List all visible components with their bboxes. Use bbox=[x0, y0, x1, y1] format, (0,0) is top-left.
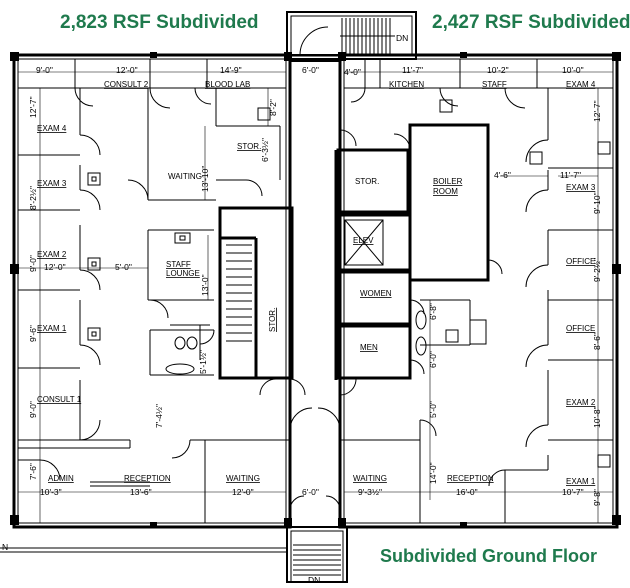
dim-label: 9'-0" bbox=[28, 255, 38, 272]
room-label-waiting-top: WAITING bbox=[168, 172, 202, 181]
left-wing-walls bbox=[18, 59, 290, 523]
left-door-swings bbox=[39, 87, 263, 481]
top-stair-treads bbox=[299, 18, 395, 56]
dim-label: 13'-6" bbox=[130, 487, 152, 497]
bottom-stair-dn-label: DN bbox=[308, 575, 320, 585]
room-label-reception-left: RECEPTION bbox=[124, 474, 171, 483]
dim-label: 13'-0" bbox=[200, 274, 210, 296]
center-stair-treads bbox=[226, 244, 252, 342]
dim-label: 4'-6" bbox=[494, 170, 511, 180]
room-label-staff-lounge-2: LOUNGE bbox=[166, 269, 200, 278]
center-corridor bbox=[259, 378, 357, 523]
room-label-waiting-bottom-left: WAITING bbox=[226, 474, 260, 483]
dim-label: 5'-0" bbox=[115, 262, 132, 272]
room-label-exam-3-left: EXAM 3 bbox=[37, 179, 67, 188]
room-label-exam-4-left: EXAM 4 bbox=[37, 124, 67, 133]
room-label-kitchen: KITCHEN bbox=[389, 80, 424, 89]
room-label-staff-lounge-1: STAFF bbox=[166, 260, 191, 269]
dim-label: 9'-0" bbox=[36, 65, 53, 75]
room-label-stor-core: STOR. bbox=[355, 177, 379, 186]
room-label-blood-lab: BLOOD LAB bbox=[205, 80, 250, 89]
room-label-reception-right: RECEPTION bbox=[447, 474, 494, 483]
right-wing-walls bbox=[340, 59, 613, 523]
dim-label: 10'-3" bbox=[40, 487, 62, 497]
room-label-exam-1-left: EXAM 1 bbox=[37, 324, 67, 333]
dim-label: 14'-9" bbox=[220, 65, 242, 75]
room-label-exam-1-right: EXAM 1 bbox=[566, 477, 596, 486]
wall-piers bbox=[10, 52, 621, 528]
dim-label: 13'-10" bbox=[200, 166, 210, 192]
room-label-men: MEN bbox=[360, 343, 378, 352]
right-door-swings bbox=[339, 87, 549, 487]
dim-label: 10'-8" bbox=[592, 406, 602, 428]
north-label: N bbox=[2, 542, 8, 552]
room-label-boiler: BOILER bbox=[433, 177, 463, 186]
dim-label: 12'-0" bbox=[116, 65, 138, 75]
room-label-elevator: ELEV bbox=[353, 236, 374, 245]
room-label-stor-stair: STOR. bbox=[268, 308, 277, 332]
room-label-office-lower: OFFICE bbox=[566, 324, 595, 333]
room-label-admin: ADMIN bbox=[48, 474, 74, 483]
dim-label: 9'-6" bbox=[28, 325, 38, 342]
top-stair-dn-label: DN bbox=[396, 33, 408, 43]
dim-label: 12'-0" bbox=[232, 487, 254, 497]
dim-label: 9'-0" bbox=[28, 401, 38, 418]
dim-label: 6'-3½" bbox=[260, 138, 270, 162]
dim-label: 12'-7" bbox=[592, 100, 602, 122]
room-label-exam-3-right: EXAM 3 bbox=[566, 183, 596, 192]
room-label-consult-2: CONSULT 2 bbox=[104, 80, 149, 89]
dim-label: 6'-0" bbox=[302, 65, 319, 75]
dim-label: 12'-7" bbox=[28, 96, 38, 118]
room-label-exam-4-right: EXAM 4 bbox=[566, 80, 596, 89]
dim-label: 9'-3½" bbox=[358, 487, 382, 497]
dim-label: 6'-0" bbox=[302, 487, 319, 497]
room-label-staff: STAFF bbox=[482, 80, 507, 89]
room-label-consult-1: CONSULT 1 bbox=[37, 395, 82, 404]
dim-label: 6'-0" bbox=[428, 351, 438, 368]
right-subdivision-heading: 2,427 RSF Subdivided bbox=[432, 12, 630, 33]
dim-label: 9'-2½" bbox=[592, 258, 602, 282]
center-stair-core bbox=[218, 206, 294, 380]
floor-plan-caption: Subdivided Ground Floor bbox=[380, 546, 597, 566]
room-label-stor-left: STOR. bbox=[237, 142, 261, 151]
room-label-office-upper: OFFICE bbox=[566, 257, 595, 266]
bottom-stair-treads bbox=[0, 544, 341, 576]
dimension-lines bbox=[18, 71, 613, 523]
plumbing-fixtures bbox=[87, 99, 611, 468]
dim-label: 8'-2½" bbox=[28, 186, 38, 210]
dim-label: 10'-0" bbox=[562, 65, 584, 75]
room-label-waiting-bottom-right: WAITING bbox=[353, 474, 387, 483]
dim-label: 8'-2" bbox=[268, 99, 278, 116]
dim-label: 5'-1½" bbox=[198, 350, 208, 374]
room-label-exam-2-left: EXAM 2 bbox=[37, 250, 67, 259]
dim-label: 16'-0" bbox=[456, 487, 478, 497]
dim-label: 10'-2" bbox=[487, 65, 509, 75]
dim-label: 7'-6" bbox=[28, 463, 38, 480]
dim-label: 7'-4½" bbox=[154, 404, 164, 428]
room-label-women: WOMEN bbox=[360, 289, 392, 298]
dim-label: 11'-7" bbox=[402, 65, 423, 75]
dim-label: 9'-10" bbox=[592, 192, 602, 214]
dim-label: 14'-0" bbox=[428, 462, 438, 484]
dim-label: 9'-8" bbox=[592, 489, 602, 506]
dim-label: 11'-7" bbox=[560, 170, 581, 180]
right-service-core bbox=[334, 123, 490, 380]
dim-label: 5'-0" bbox=[428, 401, 438, 418]
dim-label: 10'-7" bbox=[562, 487, 584, 497]
dim-label: 6'-8" bbox=[428, 303, 438, 320]
dim-label: 8'-6" bbox=[592, 333, 602, 350]
dim-label: 4'-0" bbox=[344, 67, 361, 77]
dim-label: 12'-0" bbox=[44, 262, 66, 272]
elevator-car bbox=[344, 219, 384, 266]
room-label-boiler-room: ROOM bbox=[433, 187, 458, 196]
left-subdivision-heading: 2,823 RSF Subdivided bbox=[60, 12, 259, 33]
room-label-exam-2-right: EXAM 2 bbox=[566, 398, 596, 407]
